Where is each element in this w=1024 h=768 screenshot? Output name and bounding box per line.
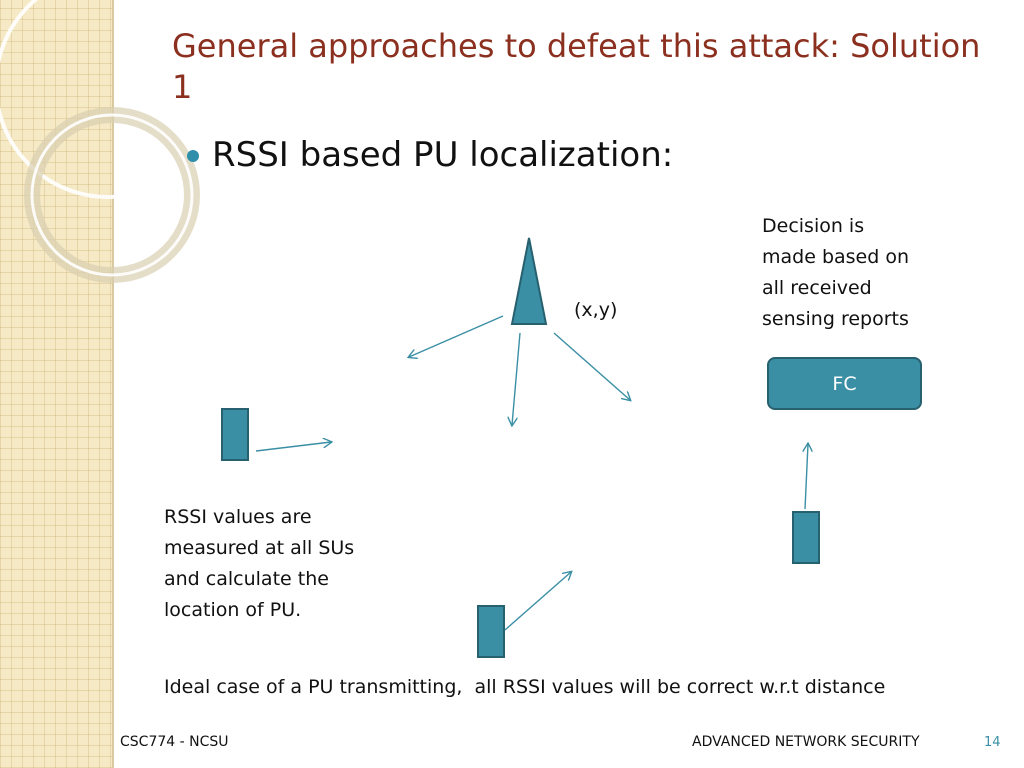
fusion-center-box: FC — [767, 357, 922, 410]
footer-title: ADVANCED NETWORK SECURITY — [692, 734, 920, 750]
arrow-pu-left — [409, 315, 504, 357]
decision-note-line: Decision is — [762, 215, 865, 237]
rssi-note-line: location of PU. — [164, 599, 302, 621]
bullet-text: RSSI based PU localization: — [212, 135, 674, 175]
decision-note-line: sensing reports — [762, 308, 909, 330]
sidebar-edge — [112, 0, 114, 768]
decision-note: Decision is made based on all received s… — [762, 211, 909, 335]
decision-note-line: all received — [762, 277, 872, 299]
rssi-note-line: measured at all SUs — [164, 537, 355, 559]
bullet-dot — [187, 150, 199, 162]
rssi-note-line: and calculate the — [164, 568, 329, 590]
footer-course: CSC774 - NCSU — [120, 734, 229, 750]
slide-title: General approaches to defeat this attack… — [172, 27, 981, 106]
arrow-su-bottom — [504, 572, 571, 631]
arrow-su-left — [255, 442, 331, 452]
page-number: 14 — [984, 735, 1001, 750]
pu-transmitter-icon — [510, 237, 548, 325]
su-node-bottom — [477, 605, 505, 658]
ideal-case-caption: Ideal case of a PU transmitting, all RSS… — [164, 676, 886, 698]
arrow-pu-right — [553, 332, 630, 400]
decision-note-line: made based on — [762, 246, 909, 268]
rssi-note-line: RSSI values are — [164, 506, 312, 528]
rssi-note: RSSI values are measured at all SUs and … — [164, 502, 354, 626]
fusion-center-label: FC — [832, 372, 857, 395]
arrow-pu-down — [512, 332, 521, 425]
su-node-left — [221, 408, 249, 461]
arrow-su-right-to-fc — [805, 444, 808, 510]
su-node-right — [792, 511, 820, 564]
decorative-circles — [0, 0, 200, 283]
pu-coordinate-label: (x,y) — [574, 299, 618, 321]
